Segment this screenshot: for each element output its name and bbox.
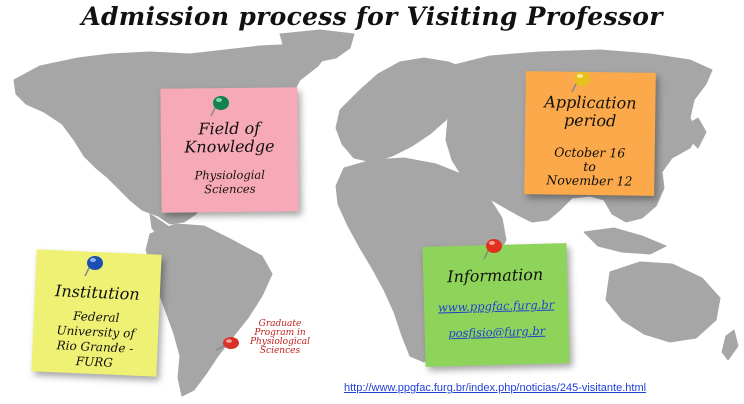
email-link[interactable]: posfisio@furg.br [448, 323, 546, 341]
greenland-landmass [279, 29, 355, 63]
field-of-knowledge-heading: Field of Knowledge [161, 118, 298, 157]
program-label: Graduate Program in Physiological Scienc… [240, 320, 320, 356]
green-pushpin-icon [210, 96, 229, 117]
indonesia-landmass [583, 227, 667, 255]
institution-body: Federal University of Rio Grande - FURG [36, 307, 156, 372]
program-label-line2: Program in [254, 328, 306, 338]
application-heading-line2: period [563, 110, 617, 131]
application-heading-line1: Application [544, 92, 637, 113]
information-note: Information www.ppgfac.furg.br posfisio@… [422, 243, 570, 367]
footer-url-link[interactable]: http://www.ppgfac.furg.br/index.php/noti… [344, 382, 647, 394]
red-pushpin-icon [483, 239, 502, 260]
field-heading-line2: Knowledge [184, 136, 275, 157]
program-location-pushpin-icon [215, 337, 239, 351]
australia-landmass [605, 261, 721, 343]
program-label-line1: Graduate [258, 319, 302, 329]
new-zealand-landmass [721, 329, 739, 361]
application-body-line3: November 12 [546, 172, 633, 189]
yellow-pushpin-icon [571, 72, 590, 93]
blue-pushpin-icon [84, 256, 103, 277]
field-body-line2: Sciences [204, 181, 256, 197]
field-heading-line1: Field of [198, 118, 261, 139]
institution-heading: Institution [54, 281, 141, 304]
south-america-landmass [145, 223, 273, 397]
information-heading: Information [446, 264, 544, 287]
program-label-line3: Physiological [249, 337, 311, 347]
field-of-knowledge-body: Physiologial Sciences [161, 167, 298, 197]
website-link[interactable]: www.ppgfac.furg.br [437, 297, 555, 315]
field-body-line1: Physiologial [194, 167, 265, 183]
application-period-heading: Application period [525, 92, 655, 131]
application-period-body: October 16 to November 12 [524, 145, 655, 189]
page-title: Admission process for Visiting Professor [81, 2, 663, 31]
program-label-line4: Sciences [259, 346, 301, 356]
japan-landmass [687, 117, 707, 149]
